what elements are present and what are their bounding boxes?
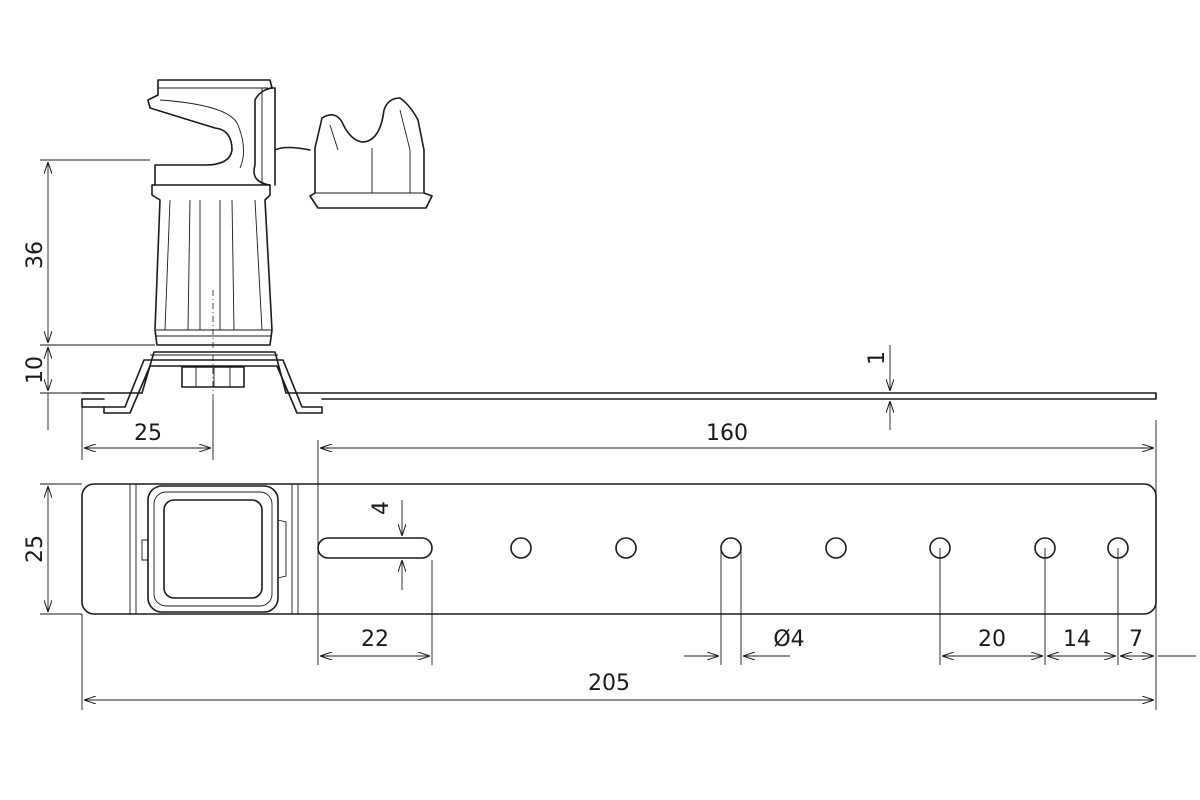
- conductor-holder: [309, 97, 433, 209]
- dim-14-label: 14: [1063, 627, 1091, 652]
- dim-160-label: 160: [706, 421, 748, 446]
- dim-25-offset-label: 25: [134, 421, 162, 446]
- dim-20-label: 20: [978, 627, 1006, 652]
- dim-22-label: 22: [361, 627, 389, 652]
- dim-d4-label: Ø4: [773, 627, 804, 652]
- clip-head-front: [269, 87, 311, 186]
- dim-36-label: 36: [23, 241, 48, 269]
- conductor-holder-details: [315, 109, 424, 194]
- clip-head-details: [158, 87, 268, 185]
- base-saddle-inner: [141, 351, 287, 394]
- dim-1-label: 1: [865, 351, 890, 365]
- top-view: [81, 483, 1157, 615]
- support-footprint-inner: [163, 499, 263, 599]
- side-view: [81, 79, 1157, 414]
- dim-4-label: 4: [369, 501, 394, 515]
- dim-7-label: 7: [1129, 627, 1143, 652]
- base-saddle: [103, 359, 323, 414]
- hole: [510, 537, 532, 559]
- hole: [825, 537, 847, 559]
- slot: [317, 537, 433, 559]
- dim-10-label: 10: [23, 356, 48, 384]
- support-body-ribs: [156, 199, 272, 337]
- dimensions: 36 10 1 25 160 25 4 22: [23, 159, 1196, 710]
- hole: [615, 537, 637, 559]
- holes: [510, 537, 1129, 559]
- side-strip: [81, 392, 1157, 408]
- dim-205-label: 205: [588, 671, 630, 696]
- hole: [720, 537, 742, 559]
- dim-25-width-label: 25: [23, 535, 48, 563]
- clip-head: [147, 79, 273, 186]
